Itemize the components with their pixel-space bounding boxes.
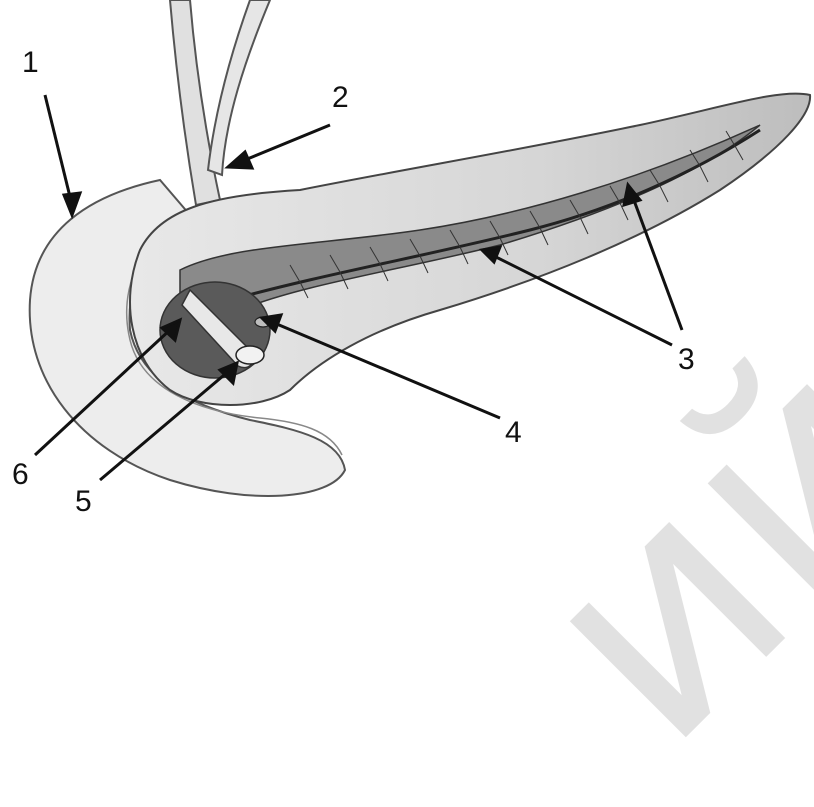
pancreas-illustration (0, 0, 814, 529)
callout-label-2: 2 (332, 83, 349, 113)
cystic-duct (208, 0, 270, 175)
callout-label-1: 1 (22, 48, 39, 78)
bile-duct (170, 0, 220, 205)
major-papilla (236, 346, 264, 364)
leader-1 (45, 95, 72, 205)
callout-label-6: 6 (12, 460, 29, 490)
leader-2 (240, 125, 330, 162)
anatomy-diagram: 1 2 3 4 5 6 ий Гр (0, 0, 814, 529)
leader-3b (492, 255, 672, 345)
callout-label-3: 3 (678, 345, 695, 375)
callout-label-5: 5 (75, 487, 92, 517)
callout-label-4: 4 (505, 418, 522, 448)
